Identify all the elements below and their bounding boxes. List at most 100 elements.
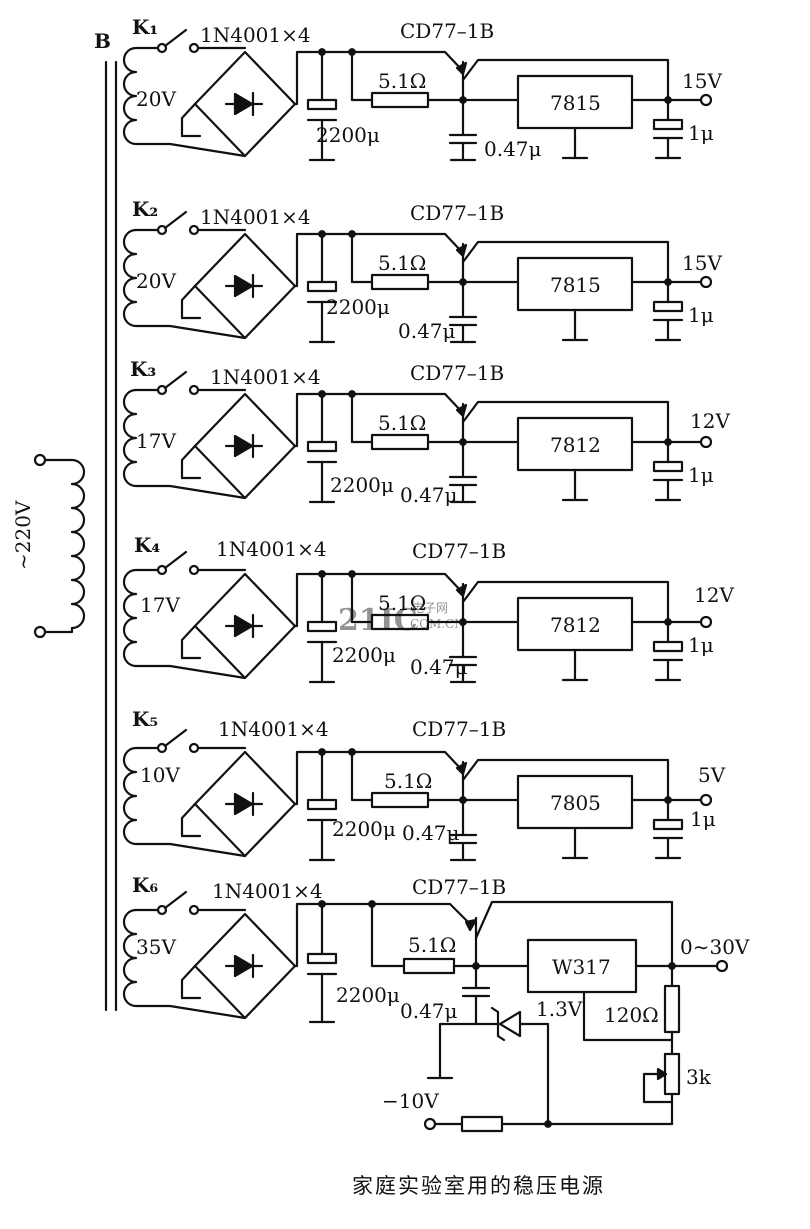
resistor-label: 5.1Ω [378,69,426,93]
bridge-label: 1N4001×4 [200,205,311,229]
transformer-label: B [94,29,111,53]
secondary-voltage: 35V [136,935,176,959]
diode-triangle-icon [233,954,254,978]
primary-terminal-top[interactable] [33,453,47,467]
stage-5: K₅ 10V 1N4001×4 CD77–1B 5.1Ω 2200μ 0.47μ… [122,707,726,862]
filter-cap-label: 2200μ [332,817,396,841]
bypass-cap-label: 0.47μ [400,483,458,507]
transistor-label: CD77–1B [400,19,494,43]
filter-cap-label: 2200μ [326,295,390,319]
output-voltage: 0∼30V [680,935,750,959]
resistor-label: 5.1Ω [408,933,456,957]
transistor-label: CD77–1B [412,539,506,563]
switch-label: K₃ [130,357,156,381]
switch-contact[interactable] [156,904,168,916]
secondary-voltage: 20V [136,87,176,111]
regulator-label: 7812 [550,613,601,637]
switch-label: K₂ [132,197,158,221]
neg-supply-terminal[interactable] [423,1117,437,1131]
resistor-label: 5.1Ω [378,591,426,615]
regulator-adjust-wire [582,990,674,1042]
filter-capacitor-ground [308,972,336,1024]
resistor [402,957,456,975]
watermark: 21IC 电子网 COM.CN [338,601,465,638]
potentiometer-wiper [642,1072,674,1104]
secondary-voltage: 20V [136,269,176,293]
stage-3: K₃ 17V 1N4001×4 CD77–1B 5.1Ω 2200μ 0.47μ… [122,357,730,507]
transistor-label: CD77–1B [410,201,504,225]
fixed-resistor-120 [663,984,681,1034]
switch-label: K₄ [134,533,160,557]
switch-label: K₅ [132,707,158,731]
bridge-label: 1N4001×4 [218,717,329,741]
watermark-site-bottom: COM.CN [410,617,465,631]
secondary-coil [122,908,172,1008]
zener-anode-wire [518,1022,674,1126]
figure-caption: 家庭实验室用的稳压电源 [352,1174,605,1198]
stage-2: K₂ 20V 1N4001×4 CD77–1B 5.1Ω 2200μ 0.47μ… [122,197,722,344]
filter-cap-label: 2200μ [330,473,394,497]
bypass-cap-label: 0.47μ [410,655,468,679]
filter-capacitor [306,952,338,965]
r120-label: 120Ω [604,1003,659,1027]
bridge-label: 1N4001×4 [200,23,311,47]
stage-1: K₁ 20V 1N4001×4 CD77–1B 5.1Ω 2200μ 0.47μ… [122,15,722,162]
bridge-label: 1N4001×4 [212,879,323,903]
rail-to-transistor [370,902,474,928]
junction-dot [544,1120,552,1128]
primary-voltage-label: ~220V [11,500,35,570]
bypass-capacitor [461,964,491,1018]
emitter-arrow-icon [464,918,478,932]
zener-label: 1.3V [536,997,583,1021]
bridge-label: 1N4001×4 [216,537,327,561]
regulator-label: W317 [552,955,611,979]
bias-resistor [460,1115,504,1133]
pot-label: 3k [686,1065,712,1089]
regulator-label: 7805 [550,791,601,815]
output-voltage: 15V [682,251,722,275]
primary-coil [43,458,86,634]
bypass-cap-label: 0.47μ [402,821,460,845]
bypass-cap-label: 0.47μ [400,999,458,1023]
regulator-label: 7815 [550,273,601,297]
output-cap-label: 1μ [688,121,714,145]
switch-blade[interactable] [163,890,188,910]
resistor-label: 5.1Ω [378,411,426,435]
switch-label: K₆ [132,873,158,897]
bridge-label: 1N4001×4 [210,365,321,389]
primary-terminal-bottom[interactable] [33,625,47,639]
output-voltage: 12V [690,409,730,433]
bridge-positive-wire [293,902,374,968]
transistor-emitter [474,900,674,968]
output-voltage: 12V [694,583,734,607]
transistor-label: CD77–1B [412,717,506,741]
primary-winding: ~220V [11,453,86,639]
transistor-label: CD77–1B [412,875,506,899]
switch-label: K₁ [132,15,158,39]
resistor-label: 5.1Ω [384,769,432,793]
filter-cap-label: 2200μ [332,643,396,667]
neg-supply-label: −10V [382,1089,439,1113]
regulator-label: 7812 [550,433,601,457]
secondary-voltage: 17V [140,593,180,617]
output-cap-label: 1μ [688,633,714,657]
bypass-cap-label: 0.47μ [484,137,542,161]
wiper-arrow-icon [656,1067,668,1081]
secondary-voltage: 17V [136,429,176,453]
transistor-label: CD77–1B [410,361,504,385]
output-cap-label: 1μ [688,303,714,327]
output-voltage: 5V [698,763,726,787]
resistor-label: 5.1Ω [378,251,426,275]
transformer: B ~220V [11,29,118,1012]
stage-6: K₆ 35V 1N4001×4 CD77–1B 5.1Ω 2200μ 0.47μ… [122,873,750,1133]
secondary-voltage: 10V [140,763,180,787]
output-voltage: 15V [682,69,722,93]
output-terminal[interactable] [715,959,729,973]
switch-contact[interactable] [188,904,200,916]
bridge-ground-wire [180,964,197,1000]
watermark-site-top: 电子网 [412,601,448,615]
output-cap-label: 1μ [690,807,716,831]
zener-diode-icon [498,1010,522,1038]
output-cap-label: 1μ [688,463,714,487]
